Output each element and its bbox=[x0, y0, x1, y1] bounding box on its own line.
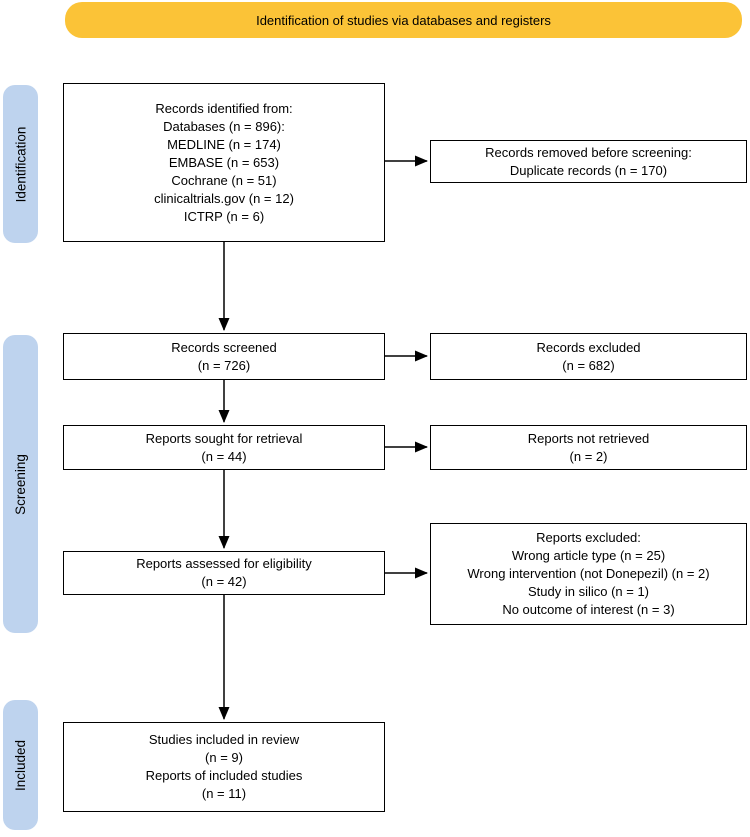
box-line: Wrong intervention (not Donepezil) (n = … bbox=[467, 566, 710, 581]
box-records-excluded: Records excluded (n = 682) bbox=[430, 333, 747, 380]
box-line: (n = 726) bbox=[197, 357, 251, 373]
box-line: Reports sought for retrieval bbox=[145, 430, 303, 446]
box-line: Databases (n = 896): bbox=[163, 118, 285, 134]
box-line: Records excluded bbox=[536, 339, 641, 355]
banner-identification-via-databases: Identification of studies via databases … bbox=[65, 2, 742, 38]
stage-label-included: Included bbox=[3, 700, 38, 830]
box-line: Study in silico (n = 1) bbox=[527, 584, 650, 599]
box-line: (n = 682) bbox=[562, 357, 615, 373]
box-line: EMBASE (n = 653) bbox=[168, 154, 280, 170]
box-line: Records removed before screening: bbox=[485, 144, 692, 160]
box-line: (n = 2) bbox=[569, 448, 608, 464]
box-records-removed: Records removed before screening: Duplic… bbox=[430, 140, 747, 183]
box-line: Duplicate records (n = 170) bbox=[509, 162, 668, 178]
box-line: No outcome of interest (n = 3) bbox=[502, 602, 675, 617]
box-line: clinicaltrials.gov (n = 12) bbox=[154, 190, 294, 206]
box-records-screened: Records screened (n = 726) bbox=[63, 333, 385, 380]
box-line: (n = 42) bbox=[201, 574, 247, 589]
stage-label-screening: Screening bbox=[3, 335, 38, 633]
box-reports-not-retrieved: Reports not retrieved (n = 2) bbox=[430, 425, 747, 470]
box-reports-sought: Reports sought for retrieval (n = 44) bbox=[63, 425, 385, 470]
box-line: Studies included in review bbox=[148, 732, 300, 747]
box-line: Reports assessed for eligibility bbox=[136, 556, 312, 571]
box-line: Reports excluded: bbox=[536, 530, 641, 545]
box-line: ICTRP (n = 6) bbox=[183, 208, 265, 224]
box-reports-assessed: Reports assessed for eligibility (n = 42… bbox=[63, 551, 385, 595]
stage-label-included-text: Included bbox=[13, 739, 29, 791]
stage-label-identification-text: Identification bbox=[13, 126, 28, 202]
box-line: (n = 11) bbox=[201, 786, 247, 801]
box-line: Reports not retrieved bbox=[527, 430, 650, 446]
box-line: Cochrane (n = 51) bbox=[171, 172, 277, 188]
stage-label-screening-text: Screening bbox=[13, 453, 29, 515]
box-studies-included: Studies included in review (n = 9) Repor… bbox=[63, 722, 385, 812]
box-line: Records identified from: bbox=[155, 100, 293, 116]
box-line: (n = 9) bbox=[205, 750, 243, 765]
stage-label-identification: Identification bbox=[3, 85, 38, 243]
box-line: (n = 44) bbox=[201, 448, 247, 464]
box-line: Records screened bbox=[171, 339, 277, 355]
box-line: MEDLINE (n = 174) bbox=[167, 136, 281, 152]
box-records-identified: Records identified from: Databases (n = … bbox=[63, 83, 385, 242]
box-line: Wrong article type (n = 25) bbox=[511, 548, 666, 563]
box-line: Reports of included studies bbox=[145, 768, 303, 783]
box-reports-excluded: Reports excluded: Wrong article type (n … bbox=[430, 523, 747, 625]
